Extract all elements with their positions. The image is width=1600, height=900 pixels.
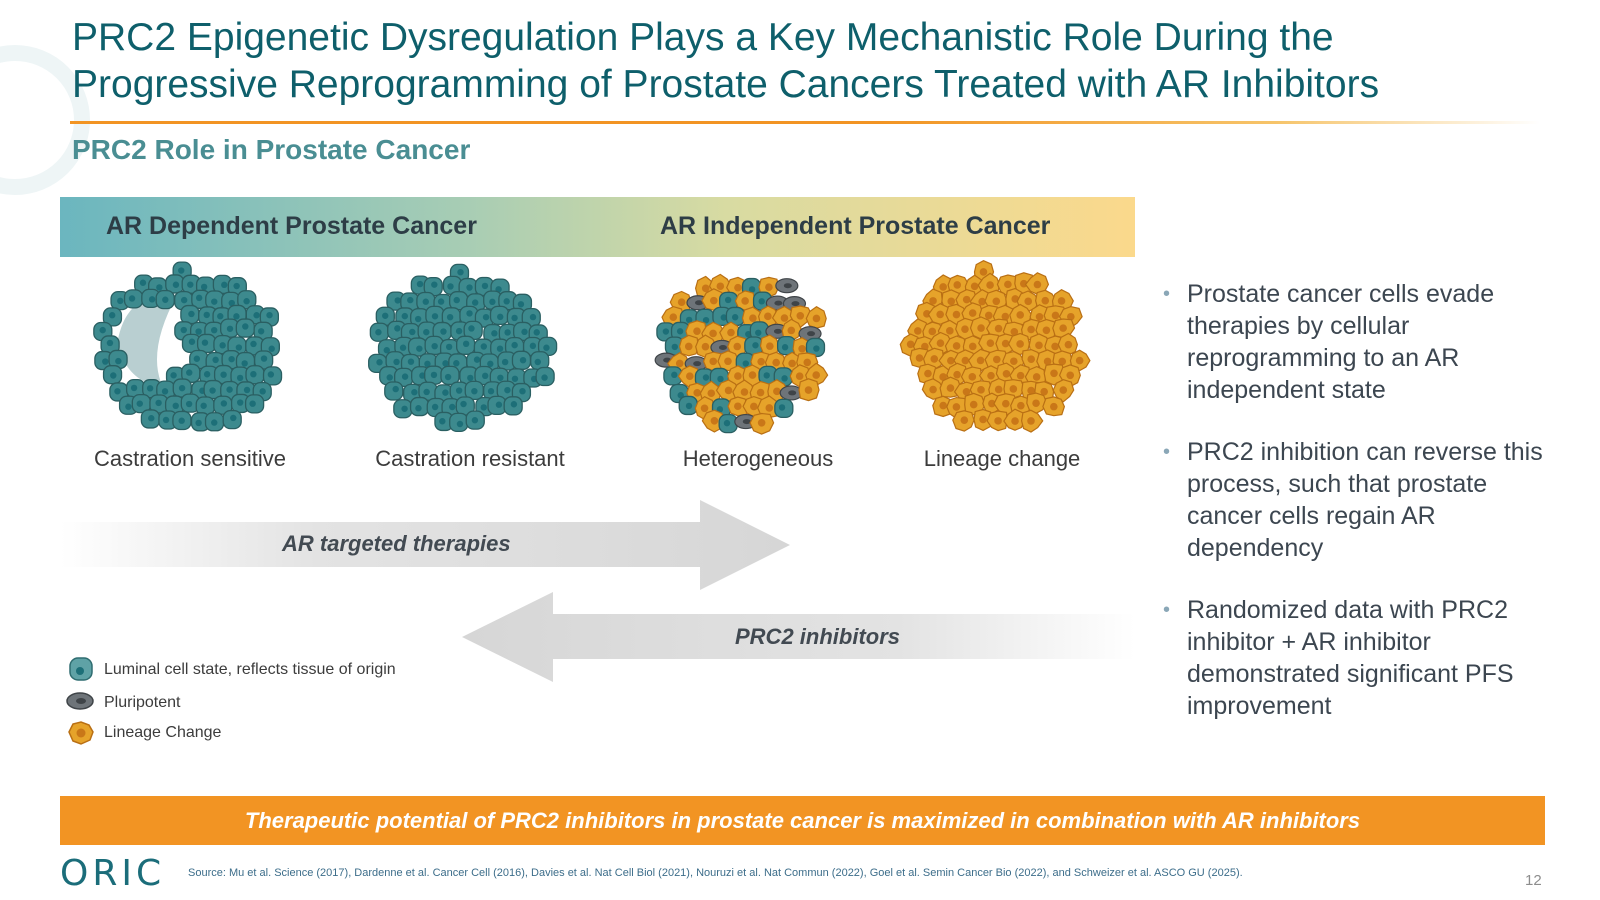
lineage-change-cluster-icon: [899, 260, 1091, 433]
key-point-item: •Prostate cancer cells evade therapies b…: [1163, 280, 1495, 404]
key-point-item: •Randomized data with PRC2 inhibitor + A…: [1163, 596, 1514, 720]
luminal-cell-icon: [69, 657, 93, 681]
stage-label-lineage-change: Lineage change: [923, 446, 1081, 471]
title-divider: [70, 121, 1540, 124]
ar-independent-label: AR Independent Prostate Cancer: [660, 212, 1051, 240]
conclusion-banner: Therapeutic potential of PRC2 inhibitors…: [60, 796, 1545, 845]
lineage-change-cell-icon: [68, 721, 94, 745]
bullet-dot-icon: •: [1163, 283, 1171, 305]
legend-pluripotent-label: Pluripotent: [104, 694, 181, 711]
cancer-type-banner: AR Dependent Prostate Cancer AR Independ…: [60, 197, 1135, 257]
cell-clusters-diagram: [93, 260, 1091, 435]
source-citation: Source: Mu et al. Science (2017), Darden…: [188, 867, 1243, 879]
oric-logo: ORIC: [60, 853, 166, 894]
castration-resistant-cluster-icon: [368, 263, 558, 433]
page-number: 12: [1525, 872, 1542, 889]
bullet-dot-icon: •: [1163, 599, 1171, 621]
page-title: PRC2 Epigenetic Dysregulation Plays a Ke…: [72, 16, 1380, 106]
key-points-list: •Prostate cancer cells evade therapies b…: [1157, 278, 1557, 752]
bullet-dot-icon: •: [1163, 441, 1171, 463]
ar-dependent-label: AR Dependent Prostate Cancer: [106, 212, 477, 240]
heterogeneous-cluster-icon: [654, 273, 829, 435]
stage-label-castration-sensitive: Castration sensitive: [94, 446, 286, 471]
castration-sensitive-cluster-icon: [93, 261, 283, 432]
prc2-inhibitor-arrow-label: PRC2 inhibitors: [735, 624, 901, 649]
ar-therapy-arrow-icon: [60, 500, 790, 590]
pluripotent-cell-icon: [66, 692, 94, 710]
legend-luminal-label: Luminal cell state, reflects tissue of o…: [104, 661, 396, 678]
legend-lineage-change-label: Lineage Change: [104, 724, 222, 741]
key-point-item: •PRC2 inhibition can reverse this proces…: [1163, 438, 1543, 562]
prc2-inhibitor-arrow-icon: [462, 592, 1135, 682]
stage-label-heterogeneous: Heterogeneous: [682, 446, 834, 471]
legend: Luminal cell state, reflects tissue of o…: [64, 656, 484, 756]
ar-therapy-arrow-label: AR targeted therapies: [282, 531, 511, 556]
stage-label-castration-resistant: Castration resistant: [375, 446, 565, 471]
therapy-arrows: [60, 500, 1135, 682]
section-subtitle: PRC2 Role in Prostate Cancer: [72, 134, 471, 165]
